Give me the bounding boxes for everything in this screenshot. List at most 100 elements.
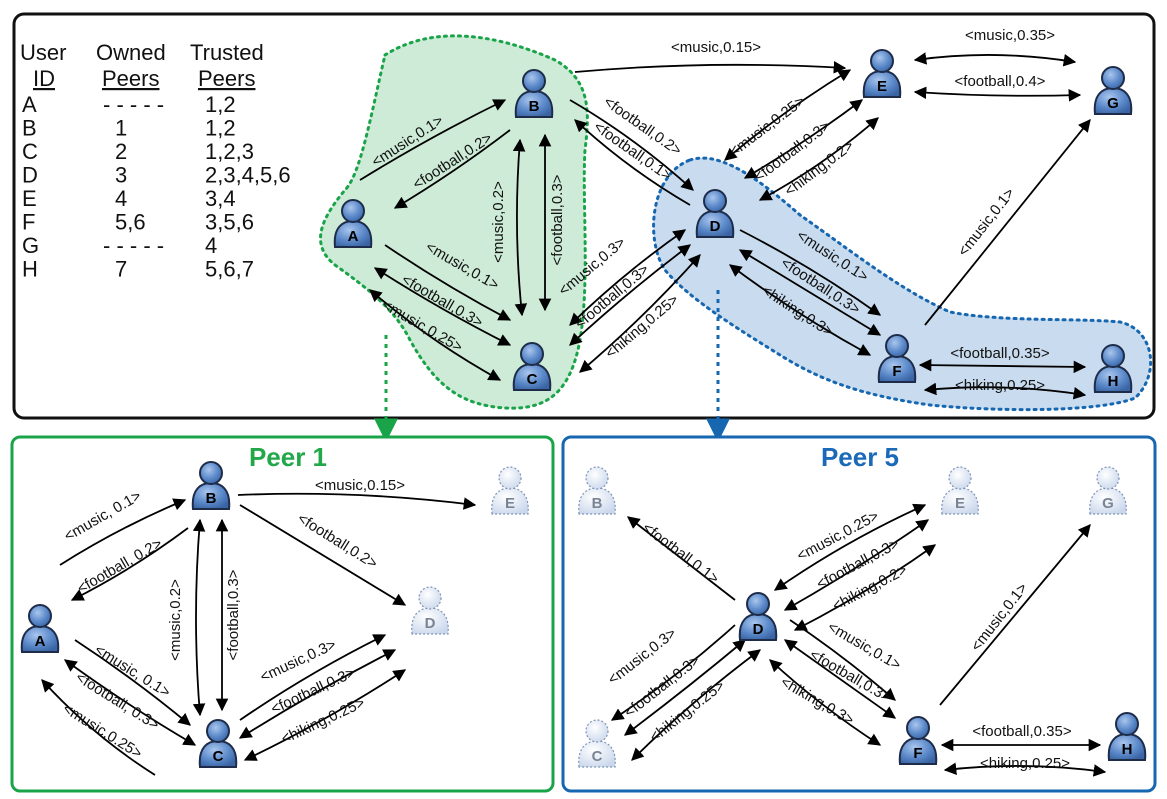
edge (63, 659, 197, 746)
user-label: D (753, 621, 764, 638)
table-cell: 2 (115, 139, 127, 164)
inactive-user-icon-c: C (578, 719, 616, 768)
user-icon-a: A (333, 199, 373, 248)
top-nodes: A B C D E F G H (333, 49, 1133, 393)
table-cell: 2,3,4,5,6 (205, 163, 291, 188)
table-cell: 3 (115, 163, 127, 188)
table-cell: C (22, 139, 38, 164)
edge (41, 679, 156, 776)
user-label: D (710, 218, 721, 235)
table-header-trusted: Trusted (190, 40, 264, 65)
table-header-peers: Peers (102, 66, 159, 91)
edge (393, 129, 511, 209)
user-icon-b: B (191, 461, 231, 510)
edge (59, 498, 187, 566)
inactive-user-icon-e: E (941, 466, 979, 515)
edge-label: <music,0.15> (671, 39, 761, 56)
user-icon-g: G (1093, 66, 1133, 115)
table-cell: E (22, 186, 37, 211)
user-label: C (213, 748, 224, 765)
user-label: B (592, 495, 603, 512)
edge (70, 527, 189, 601)
edge (758, 117, 879, 201)
edge (631, 649, 762, 761)
user-label: B (529, 98, 540, 115)
user-icon-h: H (1107, 712, 1147, 761)
peer1-nodes: B E A D C (20, 461, 529, 768)
edge (569, 99, 694, 191)
table-header-owned: Owned (96, 40, 166, 65)
edge (243, 669, 407, 761)
inactive-user-icon-d: D (411, 586, 449, 635)
table-cell: 7 (115, 257, 127, 282)
table-cell: 3,4 (205, 186, 236, 211)
table-cell: 3,5,6 (205, 210, 254, 235)
edge-label: <music,0.2> (167, 579, 184, 661)
table-cell: - - - - - (103, 92, 164, 117)
table-header-id: ID (33, 66, 55, 91)
edge (369, 289, 502, 381)
user-label: C (527, 371, 538, 388)
inactive-user-icon-e: E (491, 466, 529, 515)
edge-label: <hiking,0.25> (980, 755, 1070, 772)
table-cell: H (22, 257, 38, 282)
table-cell: A (22, 92, 37, 117)
user-icon-h: H (1093, 344, 1133, 393)
user-label: H (1122, 741, 1133, 758)
table-cell: B (22, 116, 37, 141)
edge (728, 264, 872, 356)
edge-label: <music,0.2> (490, 181, 507, 263)
user-label: E (877, 78, 887, 95)
table-cell: 1,2 (205, 92, 236, 117)
edge (939, 524, 1091, 706)
table-cell: 5,6,7 (205, 257, 254, 282)
edge (237, 492, 477, 510)
user-icon-c: C (198, 719, 238, 768)
edge (913, 86, 1082, 102)
edge (943, 762, 1107, 777)
edge (923, 382, 1087, 400)
user-icon-f: F (898, 716, 938, 765)
edge-label: <football,0.3> (549, 174, 566, 265)
user-label: A (348, 228, 359, 245)
peer1-title: Peer 1 (249, 442, 327, 472)
edge (239, 504, 407, 606)
user-icon-d: D (738, 592, 778, 641)
table-cell: F (22, 210, 35, 235)
user-label: G (1107, 95, 1119, 112)
edge (512, 138, 528, 317)
table-cell: 5,6 (115, 210, 146, 235)
edge-label: <football,0.35> (972, 723, 1071, 740)
user-icon-d: D (695, 189, 735, 238)
edge (913, 52, 1077, 67)
user-label: E (955, 495, 965, 512)
table-cell: 4 (205, 233, 217, 258)
peer5-nodes: B E G D C F H (578, 466, 1147, 768)
user-label: E (505, 495, 515, 512)
edge (579, 254, 701, 373)
user-label: G (1102, 495, 1114, 512)
user-label: B (206, 490, 217, 507)
user-label: F (913, 745, 922, 762)
edge (574, 119, 691, 206)
table-cell: 4 (115, 186, 127, 211)
edge (924, 119, 1091, 326)
edge-label: <music,0.15> (315, 477, 405, 494)
edge (793, 544, 937, 631)
user-icon-f: F (877, 334, 917, 383)
user-icon-c: C (512, 342, 552, 391)
user-label: A (35, 633, 46, 650)
user-icon-e: E (862, 49, 902, 98)
user-label: D (425, 615, 436, 632)
edge-label: <football,0.35> (950, 345, 1049, 362)
table-cell: - - - - - (103, 233, 164, 258)
table-cell: 1,2,3 (205, 139, 254, 164)
ownership-table: User ID Owned Peers Trusted Peers A- - -… (20, 40, 291, 282)
user-label: F (892, 363, 901, 380)
user-icon-b: B (514, 69, 554, 118)
table-header-user: User (20, 40, 66, 65)
edge-label: <football,0.4> (955, 73, 1046, 90)
peer5-title: Peer 5 (821, 442, 899, 472)
edge (918, 358, 1087, 374)
